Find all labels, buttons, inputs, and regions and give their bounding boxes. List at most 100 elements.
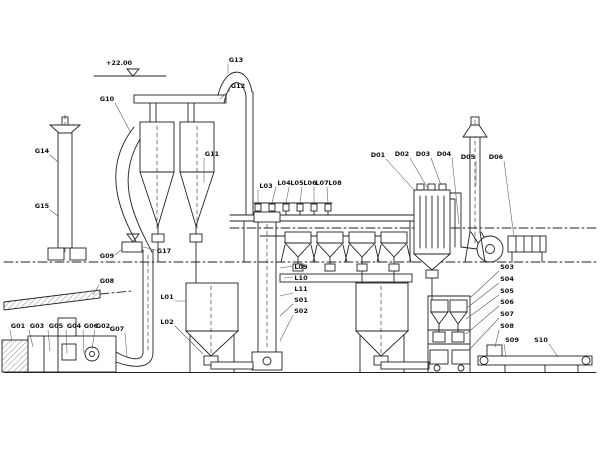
leader-G01 — [9, 329, 13, 343]
label-+22.00: +22.00 — [106, 59, 132, 67]
coal-hopper — [1, 339, 29, 373]
leader-D03 — [430, 157, 442, 186]
label-L08: L08 — [328, 179, 342, 187]
leader-G06 — [82, 329, 85, 354]
leader-S03 — [470, 270, 500, 298]
hot-air-furnace — [1, 317, 117, 373]
chimney-cap-icon — [48, 124, 82, 134]
bucket-elevator — [251, 211, 283, 371]
cyclone-airlock-right — [189, 233, 203, 243]
right-stack — [462, 116, 488, 263]
leader-S05 — [465, 294, 500, 320]
label-G09: G09 — [100, 252, 115, 260]
packing-hopper-right — [449, 311, 468, 325]
drying-column — [115, 233, 154, 367]
label-S07: S07 — [500, 310, 514, 318]
classifier-unit — [280, 231, 316, 272]
elevator-boot — [251, 351, 283, 371]
rotary-feeder — [121, 241, 143, 253]
leader-D02 — [409, 157, 428, 188]
leader-D04 — [451, 157, 460, 225]
storage-hopper-right — [354, 270, 430, 373]
label-L04: L04 — [277, 179, 291, 187]
packing-machine-left — [429, 349, 449, 365]
hopper-right-cone — [354, 330, 410, 357]
label-G10: G10 — [100, 95, 115, 103]
bag-filter-airlock — [425, 269, 439, 279]
classifier-unit — [312, 231, 348, 272]
label-S05: S05 — [500, 287, 514, 295]
label-G12: G12 — [231, 82, 245, 90]
bag-filter-cone — [412, 253, 452, 271]
leader-L09 — [279, 265, 294, 269]
label-S04: S04 — [500, 275, 514, 283]
classifier-unit — [344, 231, 380, 272]
elevator-head — [253, 211, 281, 223]
label-S01: S01 — [294, 296, 308, 304]
label-G07: G07 — [110, 325, 124, 333]
leader-S07 — [469, 317, 500, 350]
leader-G14 — [49, 154, 59, 163]
label-G03: G03 — [30, 322, 44, 330]
label-G17: G17 — [157, 247, 171, 255]
label-G11: G11 — [205, 150, 220, 158]
chimney-fan — [47, 247, 65, 261]
classifier-unit — [376, 231, 412, 272]
leader-S08 — [494, 329, 500, 348]
furnace-dome — [57, 317, 77, 337]
chimney-body — [57, 132, 73, 249]
exhaust-arch — [217, 71, 253, 96]
conveyor-pulley-left — [479, 356, 489, 365]
cyclone-airlock-left — [151, 233, 165, 243]
label-G05: G05 — [49, 322, 64, 330]
leader-S04 — [467, 282, 500, 308]
leader-S02 — [279, 314, 294, 342]
leader-S09 — [503, 343, 507, 358]
label-L11: L11 — [294, 285, 308, 293]
leader-G05 — [47, 329, 51, 352]
packing-scale-right — [451, 331, 465, 343]
hopper-left-cone — [184, 330, 240, 357]
hopper-right-screw — [380, 361, 430, 370]
leader-G09 — [114, 249, 122, 256]
label-G13: G13 — [229, 56, 243, 64]
packing-hopper-left — [430, 311, 449, 325]
leader-G02 — [91, 329, 96, 350]
label-G02: G02 — [96, 322, 110, 330]
label-L02: L02 — [160, 318, 173, 326]
label-D02: D02 — [395, 150, 409, 158]
left-chimney — [47, 114, 87, 261]
bag-chute — [486, 344, 503, 357]
collecting-screw — [279, 273, 413, 283]
conveyor-pulley-right — [581, 356, 591, 365]
stack-cap-icon — [462, 124, 488, 138]
label-L03: L03 — [259, 182, 272, 190]
label-L06: L06 — [303, 179, 317, 187]
leader-G15 — [49, 209, 59, 217]
feed-screw-conveyor — [3, 289, 133, 311]
classifier-row — [259, 231, 413, 283]
leader-G04 — [65, 329, 68, 354]
label-S08: S08 — [500, 322, 514, 330]
hopper-left-screw — [210, 361, 254, 370]
belt-conveyor — [477, 355, 593, 373]
label-L01: L01 — [160, 293, 174, 301]
hopper-right-body — [355, 282, 409, 332]
feed-funnel-icon — [126, 233, 140, 243]
bag-filter — [412, 183, 462, 301]
leader-G10 — [114, 102, 132, 134]
label-L05: L05 — [290, 179, 304, 187]
label-D06: D06 — [489, 153, 504, 161]
label-G08: G08 — [100, 277, 115, 285]
riser-duct-arc — [115, 126, 153, 253]
leader-L04 — [271, 186, 277, 204]
label-L07: L07 — [315, 179, 328, 187]
cyclone-header — [133, 94, 227, 104]
label-S09: S09 — [505, 336, 519, 344]
packing-scale-left — [432, 331, 446, 343]
leader-G12 — [219, 89, 231, 100]
leader-L11 — [279, 292, 294, 297]
